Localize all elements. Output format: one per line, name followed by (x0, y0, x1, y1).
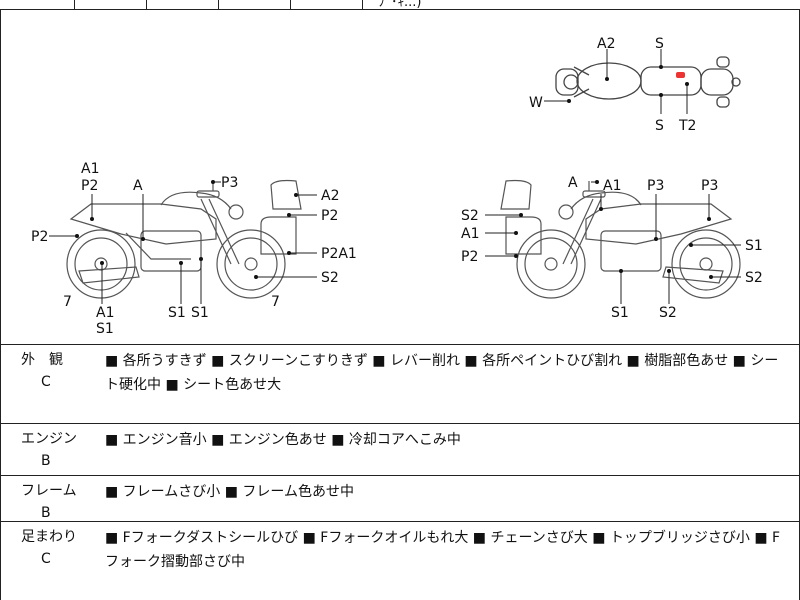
right-view-label: P2 (461, 249, 478, 265)
condition-notes: ■ フレームさび小 ■ フレーム色あせ中 (105, 484, 354, 500)
left-view-label: 7 (63, 294, 72, 310)
left-view-label: S1 (96, 321, 114, 337)
right-view-label: A1 (461, 226, 479, 242)
condition-row-exterior: 外 観 C ■ 各所うすきず ■ スクリーンこすりきず ■ レバー削れ ■ 各所… (0, 344, 800, 423)
table-cell (74, 0, 147, 9)
top-view-label: W (529, 95, 543, 111)
left-view-label: A1 (81, 161, 99, 177)
left-view-label: P2A1 (321, 246, 357, 262)
left-view-label: P3 (221, 175, 238, 191)
top-view-label: A2 (597, 36, 615, 52)
condition-notes: ■ エンジン音小 ■ エンジン色あせ ■ 冷却コアへこみ中 (105, 432, 461, 448)
grade-value: B (41, 453, 51, 469)
right-view-label: S2 (659, 305, 677, 321)
damage-diagram: A2 S W S T2 A1 P2 P2 A P3 A2 P2 P2A1 S2 … (0, 9, 800, 345)
top-view-label: S (655, 36, 664, 52)
left-view-label: S1 (168, 305, 186, 321)
top-table-strip: ﾌﾞ･ｷ...) (0, 0, 800, 10)
left-view-label: P2 (31, 229, 48, 245)
right-view-motorcycle (500, 179, 741, 299)
right-view-label: P3 (647, 178, 664, 194)
top-strip-fragment: ﾌﾞ･ｷ...) (378, 0, 422, 10)
top-view-motorcycle (555, 56, 741, 108)
condition-row-engine: エンジン B ■ エンジン音小 ■ エンジン色あせ ■ 冷却コアへこみ中 (0, 423, 800, 475)
right-view-label: S1 (745, 238, 763, 254)
left-view-label: 7 (271, 294, 280, 310)
grade-value: C (41, 374, 51, 390)
table-cell (146, 0, 219, 9)
left-view-label: A2 (321, 188, 339, 204)
right-view-label: A (568, 175, 578, 191)
condition-row-suspension: 足まわり C ■ Fフォークダストシールひび ■ Fフォークオイルもれ大 ■ チ… (0, 521, 800, 600)
left-view-label: P2 (81, 178, 98, 194)
right-view-label: A1 (603, 178, 621, 194)
right-view-label: S1 (611, 305, 629, 321)
leader-lines (49, 49, 741, 304)
category-label: エンジン (21, 431, 77, 447)
top-view-label: T2 (678, 118, 696, 134)
left-view-label: A (133, 178, 143, 194)
condition-notes: ■ Fフォークダストシールひび ■ Fフォークオイルもれ大 ■ チェーンさび大 … (105, 530, 781, 570)
grade-value: B (41, 505, 51, 521)
left-view-label: S1 (191, 305, 209, 321)
motorcycle-diagram-svg: A2 S W S T2 A1 P2 P2 A P3 A2 P2 P2A1 S2 … (31, 36, 763, 337)
right-view-label: S2 (745, 270, 763, 286)
table-cell (0, 0, 75, 9)
category-label: 外 観 (21, 352, 63, 368)
category-label: フレーム (21, 483, 77, 499)
top-view-label: S (655, 118, 664, 134)
category-label: 足まわり (21, 529, 77, 545)
leader-dots (75, 65, 713, 279)
left-view-label: P2 (321, 208, 338, 224)
condition-notes: ■ 各所うすきず ■ スクリーンこすりきず ■ レバー削れ ■ 各所ペイントひび… (105, 353, 779, 393)
grade-value: C (41, 551, 51, 567)
condition-row-frame: フレーム B ■ フレームさび小 ■ フレーム色あせ中 (0, 475, 800, 521)
top-view-marker (676, 72, 685, 78)
right-view-label: S2 (461, 208, 479, 224)
right-view-label: P3 (701, 178, 718, 194)
left-view-label: S2 (321, 270, 339, 286)
table-cell (290, 0, 363, 9)
left-view-label: A1 (96, 305, 114, 321)
table-cell (218, 0, 291, 9)
left-view-motorcycle (66, 179, 302, 299)
